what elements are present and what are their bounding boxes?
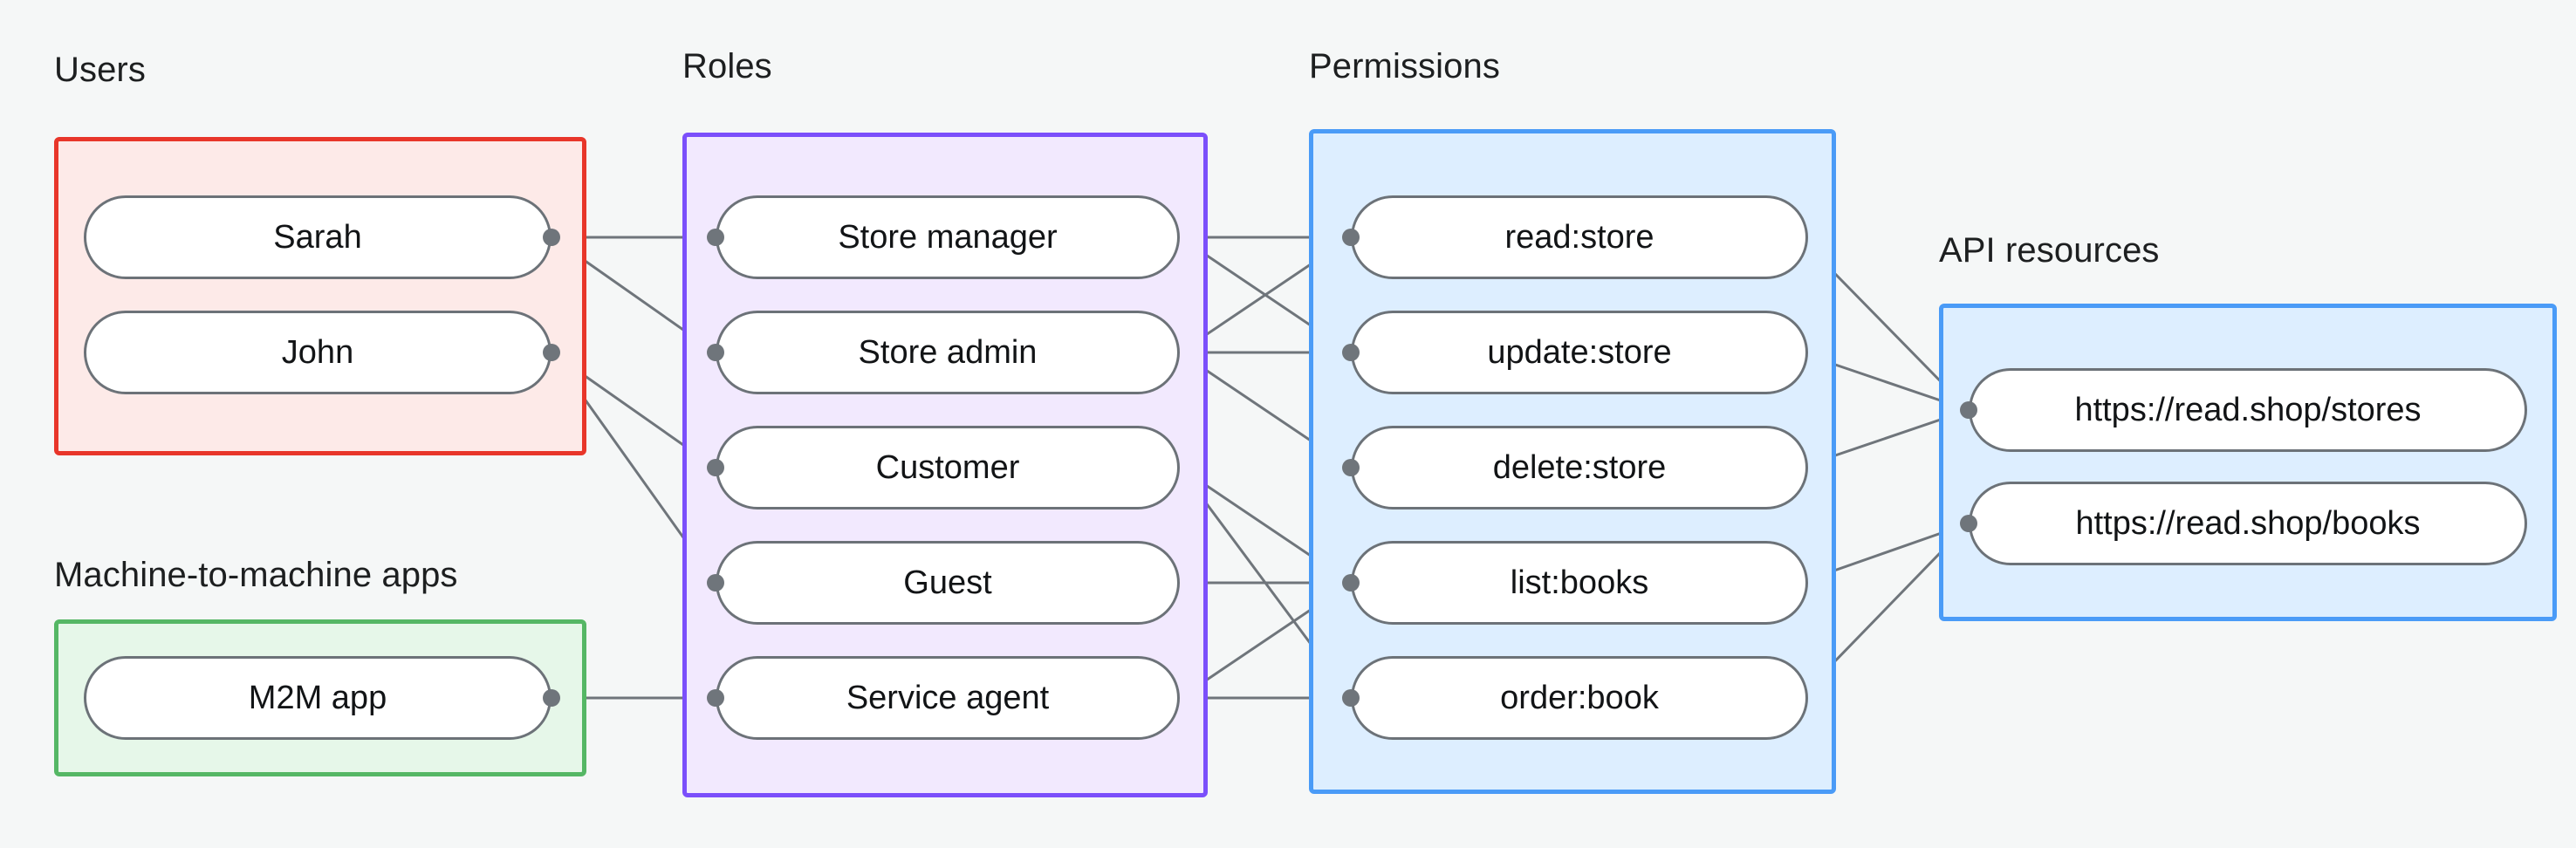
port-store-manager-in bbox=[707, 229, 724, 246]
node-m2m-app[interactable]: M2M app bbox=[84, 656, 552, 740]
node-label: Service agent bbox=[846, 679, 1050, 716]
port-guest-in bbox=[707, 574, 724, 592]
port-update-store-in bbox=[1342, 344, 1360, 361]
node-label: Store manager bbox=[838, 218, 1058, 256]
group-label-api-resources: API resources bbox=[1939, 231, 2160, 270]
group-label-users: Users bbox=[54, 51, 146, 89]
node-list-books[interactable]: list:books bbox=[1351, 541, 1808, 625]
node-label: Store admin bbox=[858, 333, 1038, 371]
port-m2m-app-out bbox=[543, 689, 560, 707]
node-customer[interactable]: Customer bbox=[716, 426, 1180, 509]
node-label: order:book bbox=[1500, 679, 1659, 716]
port-order-book-in bbox=[1342, 689, 1360, 707]
group-label-permissions: Permissions bbox=[1309, 47, 1500, 85]
port-service-agent-in bbox=[707, 689, 724, 707]
port-customer-in bbox=[707, 459, 724, 476]
port-john-out bbox=[543, 344, 560, 361]
node-label: read:store bbox=[1504, 218, 1655, 256]
node-label: Guest bbox=[903, 564, 992, 601]
node-label: list:books bbox=[1510, 564, 1649, 601]
node-update-store[interactable]: update:store bbox=[1351, 311, 1808, 394]
node-sarah[interactable]: Sarah bbox=[84, 195, 552, 279]
node-label: https://read.shop/stores bbox=[2074, 391, 2422, 428]
node-label: delete:store bbox=[1492, 448, 1667, 486]
node-read-store[interactable]: read:store bbox=[1351, 195, 1808, 279]
node-label: Sarah bbox=[273, 218, 362, 256]
port-sarah-out bbox=[543, 229, 560, 246]
port-res-stores-in bbox=[1960, 401, 1977, 419]
node-store-admin[interactable]: Store admin bbox=[716, 311, 1180, 394]
node-order-book[interactable]: order:book bbox=[1351, 656, 1808, 740]
node-res-stores[interactable]: https://read.shop/stores bbox=[1969, 368, 2527, 452]
node-label: update:store bbox=[1487, 333, 1672, 371]
node-service-agent[interactable]: Service agent bbox=[716, 656, 1180, 740]
node-label: https://read.shop/books bbox=[2075, 504, 2421, 542]
node-store-manager[interactable]: Store manager bbox=[716, 195, 1180, 279]
group-api-resources bbox=[1939, 304, 2557, 621]
port-read-store-in bbox=[1342, 229, 1360, 246]
node-guest[interactable]: Guest bbox=[716, 541, 1180, 625]
node-delete-store[interactable]: delete:store bbox=[1351, 426, 1808, 509]
port-list-books-in bbox=[1342, 574, 1360, 592]
node-label: Customer bbox=[875, 448, 1020, 486]
group-label-m2m: Machine-to-machine apps bbox=[54, 556, 458, 594]
port-store-admin-in bbox=[707, 344, 724, 361]
group-users bbox=[54, 137, 586, 455]
node-label: M2M app bbox=[248, 679, 387, 716]
port-delete-store-in bbox=[1342, 459, 1360, 476]
port-res-books-in bbox=[1960, 515, 1977, 532]
group-label-roles: Roles bbox=[682, 47, 772, 85]
node-john[interactable]: John bbox=[84, 311, 552, 394]
node-res-books[interactable]: https://read.shop/books bbox=[1969, 482, 2527, 565]
node-label: John bbox=[281, 333, 354, 371]
